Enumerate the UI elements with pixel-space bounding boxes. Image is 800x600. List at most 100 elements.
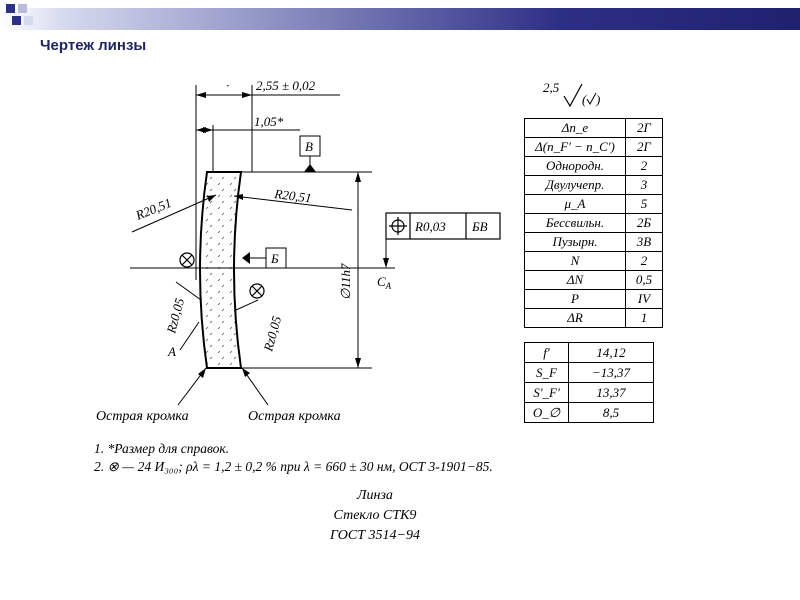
title-block: Линза Стекло СТК9 ГОСТ 3514−94 xyxy=(300,486,450,546)
radius-left-leader xyxy=(131,194,217,233)
roughness-paren-close: ) xyxy=(595,92,600,107)
table-row: Бессвильн.2Б xyxy=(524,213,663,233)
optic-name: S_F xyxy=(524,362,569,383)
tolerance-value: R0,03 xyxy=(414,219,446,234)
standard: ГОСТ 3514−94 xyxy=(330,528,420,543)
table-row: Пузырн.3В xyxy=(524,232,663,252)
prop-name: Бессвильн. xyxy=(524,213,626,233)
roughness-value: 2,5 xyxy=(543,80,560,95)
prop-name: Однородн. xyxy=(524,156,626,176)
table-row: f'14,12 xyxy=(524,342,654,363)
slide-header xyxy=(0,0,800,36)
header-square-2 xyxy=(18,4,27,13)
prop-name: N xyxy=(524,251,626,271)
prop-value: 3 xyxy=(625,175,663,195)
prop-value: 3В xyxy=(625,232,663,252)
prop-value: 2 xyxy=(625,156,663,176)
dim-diameter: ∅11h7 xyxy=(338,263,353,300)
prop-name: ΔN xyxy=(524,270,626,290)
sharp-edge-right: Острая кромка xyxy=(248,409,341,424)
radius-right: R20,51 xyxy=(273,186,313,206)
prop-name: Δn_e xyxy=(524,118,626,138)
rz-left-leader xyxy=(175,281,202,301)
note-1: 1. *Размер для справок. xyxy=(94,441,230,456)
axis-label: CA xyxy=(377,274,392,291)
radius-left: R20,51 xyxy=(133,195,174,223)
datum-b-triangle xyxy=(242,252,250,264)
prop-name: P xyxy=(524,289,626,309)
prop-value: 5 xyxy=(625,194,663,214)
point-a: A xyxy=(167,344,176,359)
table-row: Однородн.2 xyxy=(524,156,663,176)
point-a-leader xyxy=(179,321,200,351)
optic-name: S'_F' xyxy=(524,382,569,403)
prop-value: 2 xyxy=(625,251,663,271)
header-square-4 xyxy=(24,16,33,25)
arrow-thickness-left xyxy=(196,92,206,98)
arrow-radius-left xyxy=(207,195,216,202)
prop-name: ΔR xyxy=(524,308,626,328)
prop-name: Двулучепр. xyxy=(524,175,626,195)
datum-b: Б xyxy=(270,251,279,266)
prop-value: IV xyxy=(625,289,663,309)
arrow-sharp-right xyxy=(242,368,250,377)
datum-v: В xyxy=(305,139,313,154)
part-name: Линза xyxy=(357,488,393,503)
sharp-edge-left: Острая кромка xyxy=(96,409,189,424)
tolerance-datums: БВ xyxy=(471,219,488,234)
tolerance-arrow xyxy=(383,258,389,268)
radius-right-leader xyxy=(233,195,353,211)
table-row: S_F−13,37 xyxy=(524,362,654,383)
table-row: S'_F'13,37 xyxy=(524,382,654,403)
arrow-sharp-left xyxy=(198,368,206,378)
rz-right: Rz0,05 xyxy=(260,314,284,354)
datum-v-triangle xyxy=(304,164,316,172)
prop-name: Δ(n_F' − n_C') xyxy=(524,137,626,157)
table-row: Δ(n_F' − n_C')2Г xyxy=(524,137,663,157)
header-square-1 xyxy=(6,4,15,13)
prop-value: 0,5 xyxy=(625,270,663,290)
optic-value: −13,37 xyxy=(568,362,654,383)
dot-mark: · xyxy=(226,78,229,93)
arrow-radius-right xyxy=(234,194,243,200)
optic-name: f' xyxy=(524,342,569,363)
rz-right-leader xyxy=(235,299,259,311)
optic-name: O_∅ xyxy=(524,402,569,423)
lens-body xyxy=(199,171,243,369)
prop-value: 1 xyxy=(625,308,663,328)
optic-value: 13,37 xyxy=(568,382,654,403)
prop-value: 2Г xyxy=(625,137,663,157)
position-icon-cross xyxy=(389,217,407,235)
arrow-ref-right xyxy=(203,127,213,133)
prop-name: μ_A xyxy=(524,194,626,214)
prop-value: 2Б xyxy=(625,213,663,233)
roughness-left-cross xyxy=(181,254,193,266)
prop-name: Пузырн. xyxy=(524,232,626,252)
rz-left: Rz0,05 xyxy=(163,296,187,336)
table-row: O_∅8,5 xyxy=(524,402,654,423)
drawing-notes: 1. *Размер для справок. 2. ⊗ — 24 И₃₀₀; … xyxy=(94,440,493,476)
arrow-thickness-right xyxy=(242,92,252,98)
slide-title: Чертеж линзы xyxy=(40,37,147,54)
roughness-right-cross xyxy=(251,285,263,297)
material: Стекло СТК9 xyxy=(333,508,417,523)
roughness-symbol-icon xyxy=(563,83,583,108)
roughness-paren-open: ( xyxy=(582,92,587,107)
table-row: Двулучепр.3 xyxy=(524,175,663,195)
header-gradient-bar xyxy=(0,8,800,30)
arrow-diameter-top xyxy=(355,172,361,182)
dim-ref: 1,05* xyxy=(254,114,284,129)
optic-value: 14,12 xyxy=(568,342,654,363)
header-square-3 xyxy=(12,16,21,25)
dim-thickness: 2,55 ± 0,02 xyxy=(256,78,316,93)
prop-value: 2Г xyxy=(625,118,663,138)
optics-table: f'14,12 S_F−13,37 S'_F'13,37 O_∅8,5 xyxy=(524,342,654,423)
roughness-small-check-icon xyxy=(586,92,597,106)
